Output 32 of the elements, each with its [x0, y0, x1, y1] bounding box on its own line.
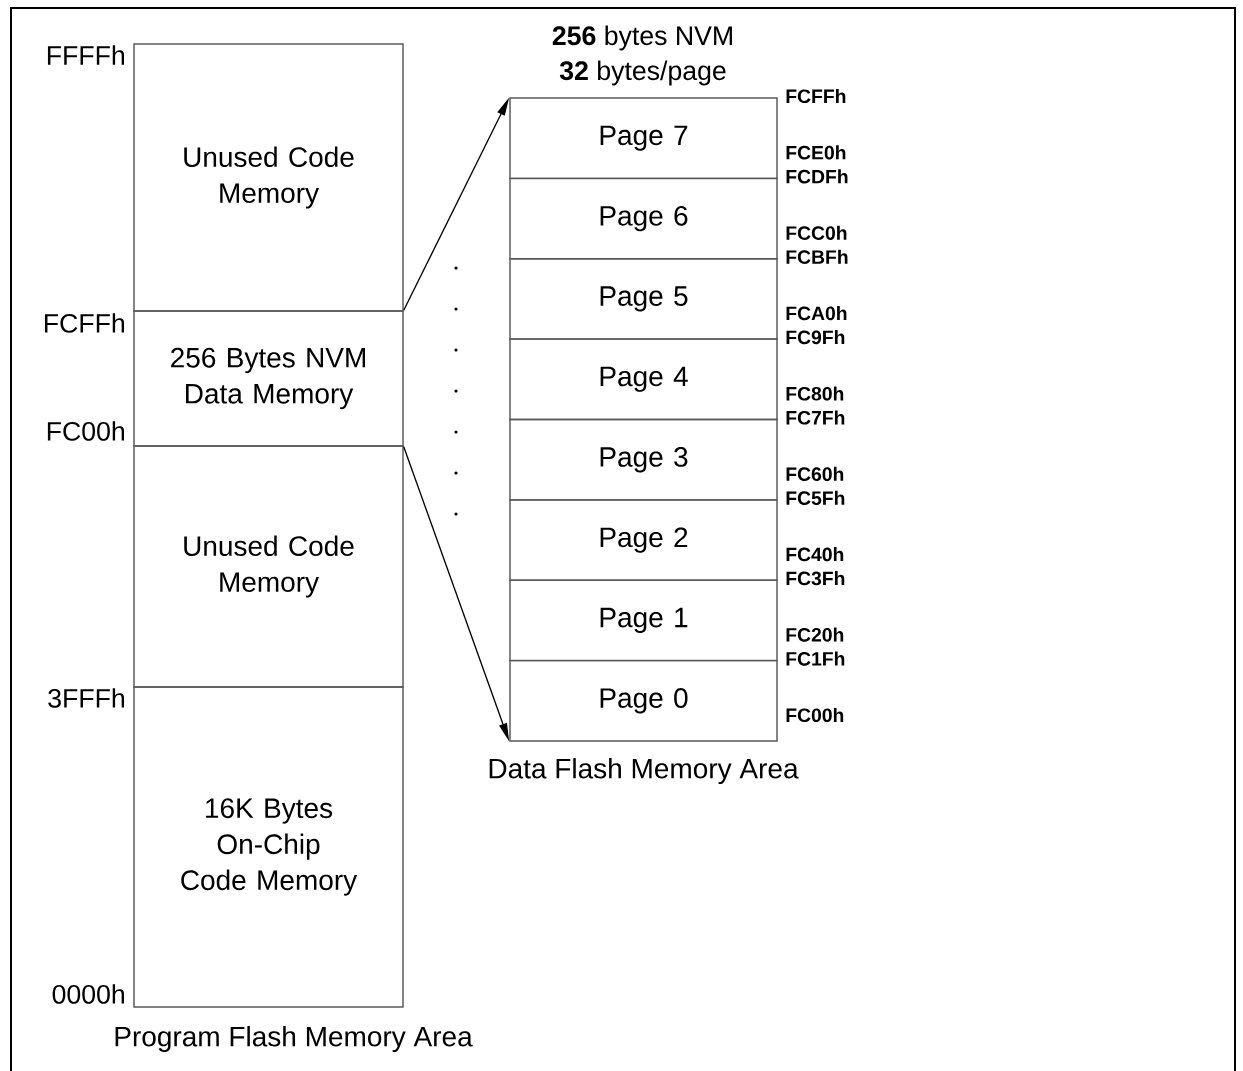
- address-label: 3FFFh: [48, 688, 124, 708]
- address-label: FC60h: [786, 466, 844, 481]
- address-label: FCFFh: [45, 313, 124, 333]
- page-box: Page 6: [509, 177, 778, 260]
- address-label: FC3Fh: [786, 571, 845, 586]
- address-label: FCC0h: [786, 225, 847, 240]
- address-label: FCA0h: [786, 306, 847, 321]
- page-box: Page 5: [509, 257, 778, 340]
- address-label: FC9Fh: [786, 330, 845, 345]
- address-label: FCBFh: [786, 249, 848, 264]
- address-label: FC5Fh: [786, 490, 845, 505]
- page-box: Page 4: [509, 338, 778, 421]
- address-label: FC40h: [786, 547, 844, 562]
- heading-text: 256 bytes NVM: [552, 25, 732, 51]
- address-label: FC1Fh: [786, 651, 845, 666]
- page-box: Page 0: [509, 659, 778, 742]
- address-label: FC00h: [47, 421, 124, 441]
- memory-block: 256 Bytes NVM Data Memory: [133, 310, 404, 447]
- memory-block: Unused Code Memory: [133, 43, 404, 312]
- address-label: FC7Fh: [786, 410, 845, 425]
- page-box: Page 2: [509, 499, 778, 581]
- address-label: FC00h: [786, 707, 844, 723]
- address-label: FCFFh: [786, 88, 846, 104]
- memory-block: Unused Code Memory: [133, 445, 404, 688]
- page-box: Page 7: [509, 97, 778, 180]
- address-label: FCE0h: [786, 145, 846, 160]
- address-label: FC80h: [786, 386, 844, 401]
- address-label: FC20h: [786, 627, 844, 642]
- page-box: Page 3: [509, 418, 778, 501]
- address-label: FCDFh: [786, 169, 848, 184]
- memory-block: 16K Bytes On-Chip Code Memory: [133, 686, 404, 1008]
- page-box: Page 1: [509, 579, 778, 662]
